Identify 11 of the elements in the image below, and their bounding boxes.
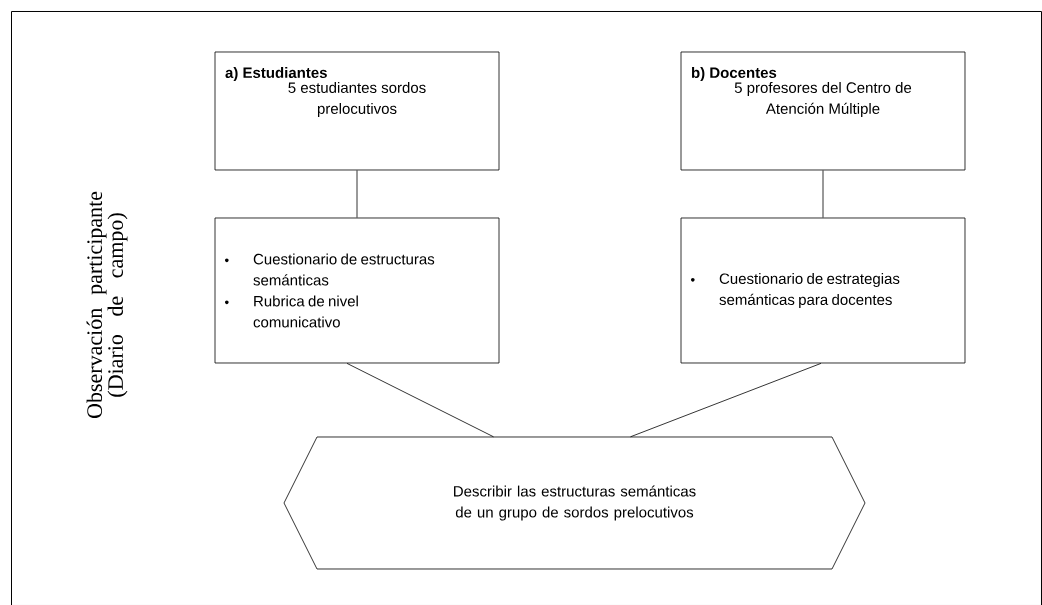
connector-line [630,363,822,438]
objective-hexagon: Describir las estructuras semánticas de un grupo de sordos prelocutivos [283,436,866,570]
list-box: Cuestionario de estrategias semánticas para docentes [680,217,966,364]
connector-line [346,363,494,438]
frame [11,11,1042,605]
connector-line [356,170,358,218]
group-box: b) Docentes 5 profesores del Centro de Atención Múltiple [680,51,966,171]
side-label: Observación participante (Diario de campo) [86,191,128,419]
connector-line [822,170,824,218]
group-box: a) Estudiantes 5 estudiantes sordos prelocutivos [214,51,500,171]
list-box: Cuestionario de estructuras semánticas Rubrica de nivel comunicativo [214,217,500,364]
